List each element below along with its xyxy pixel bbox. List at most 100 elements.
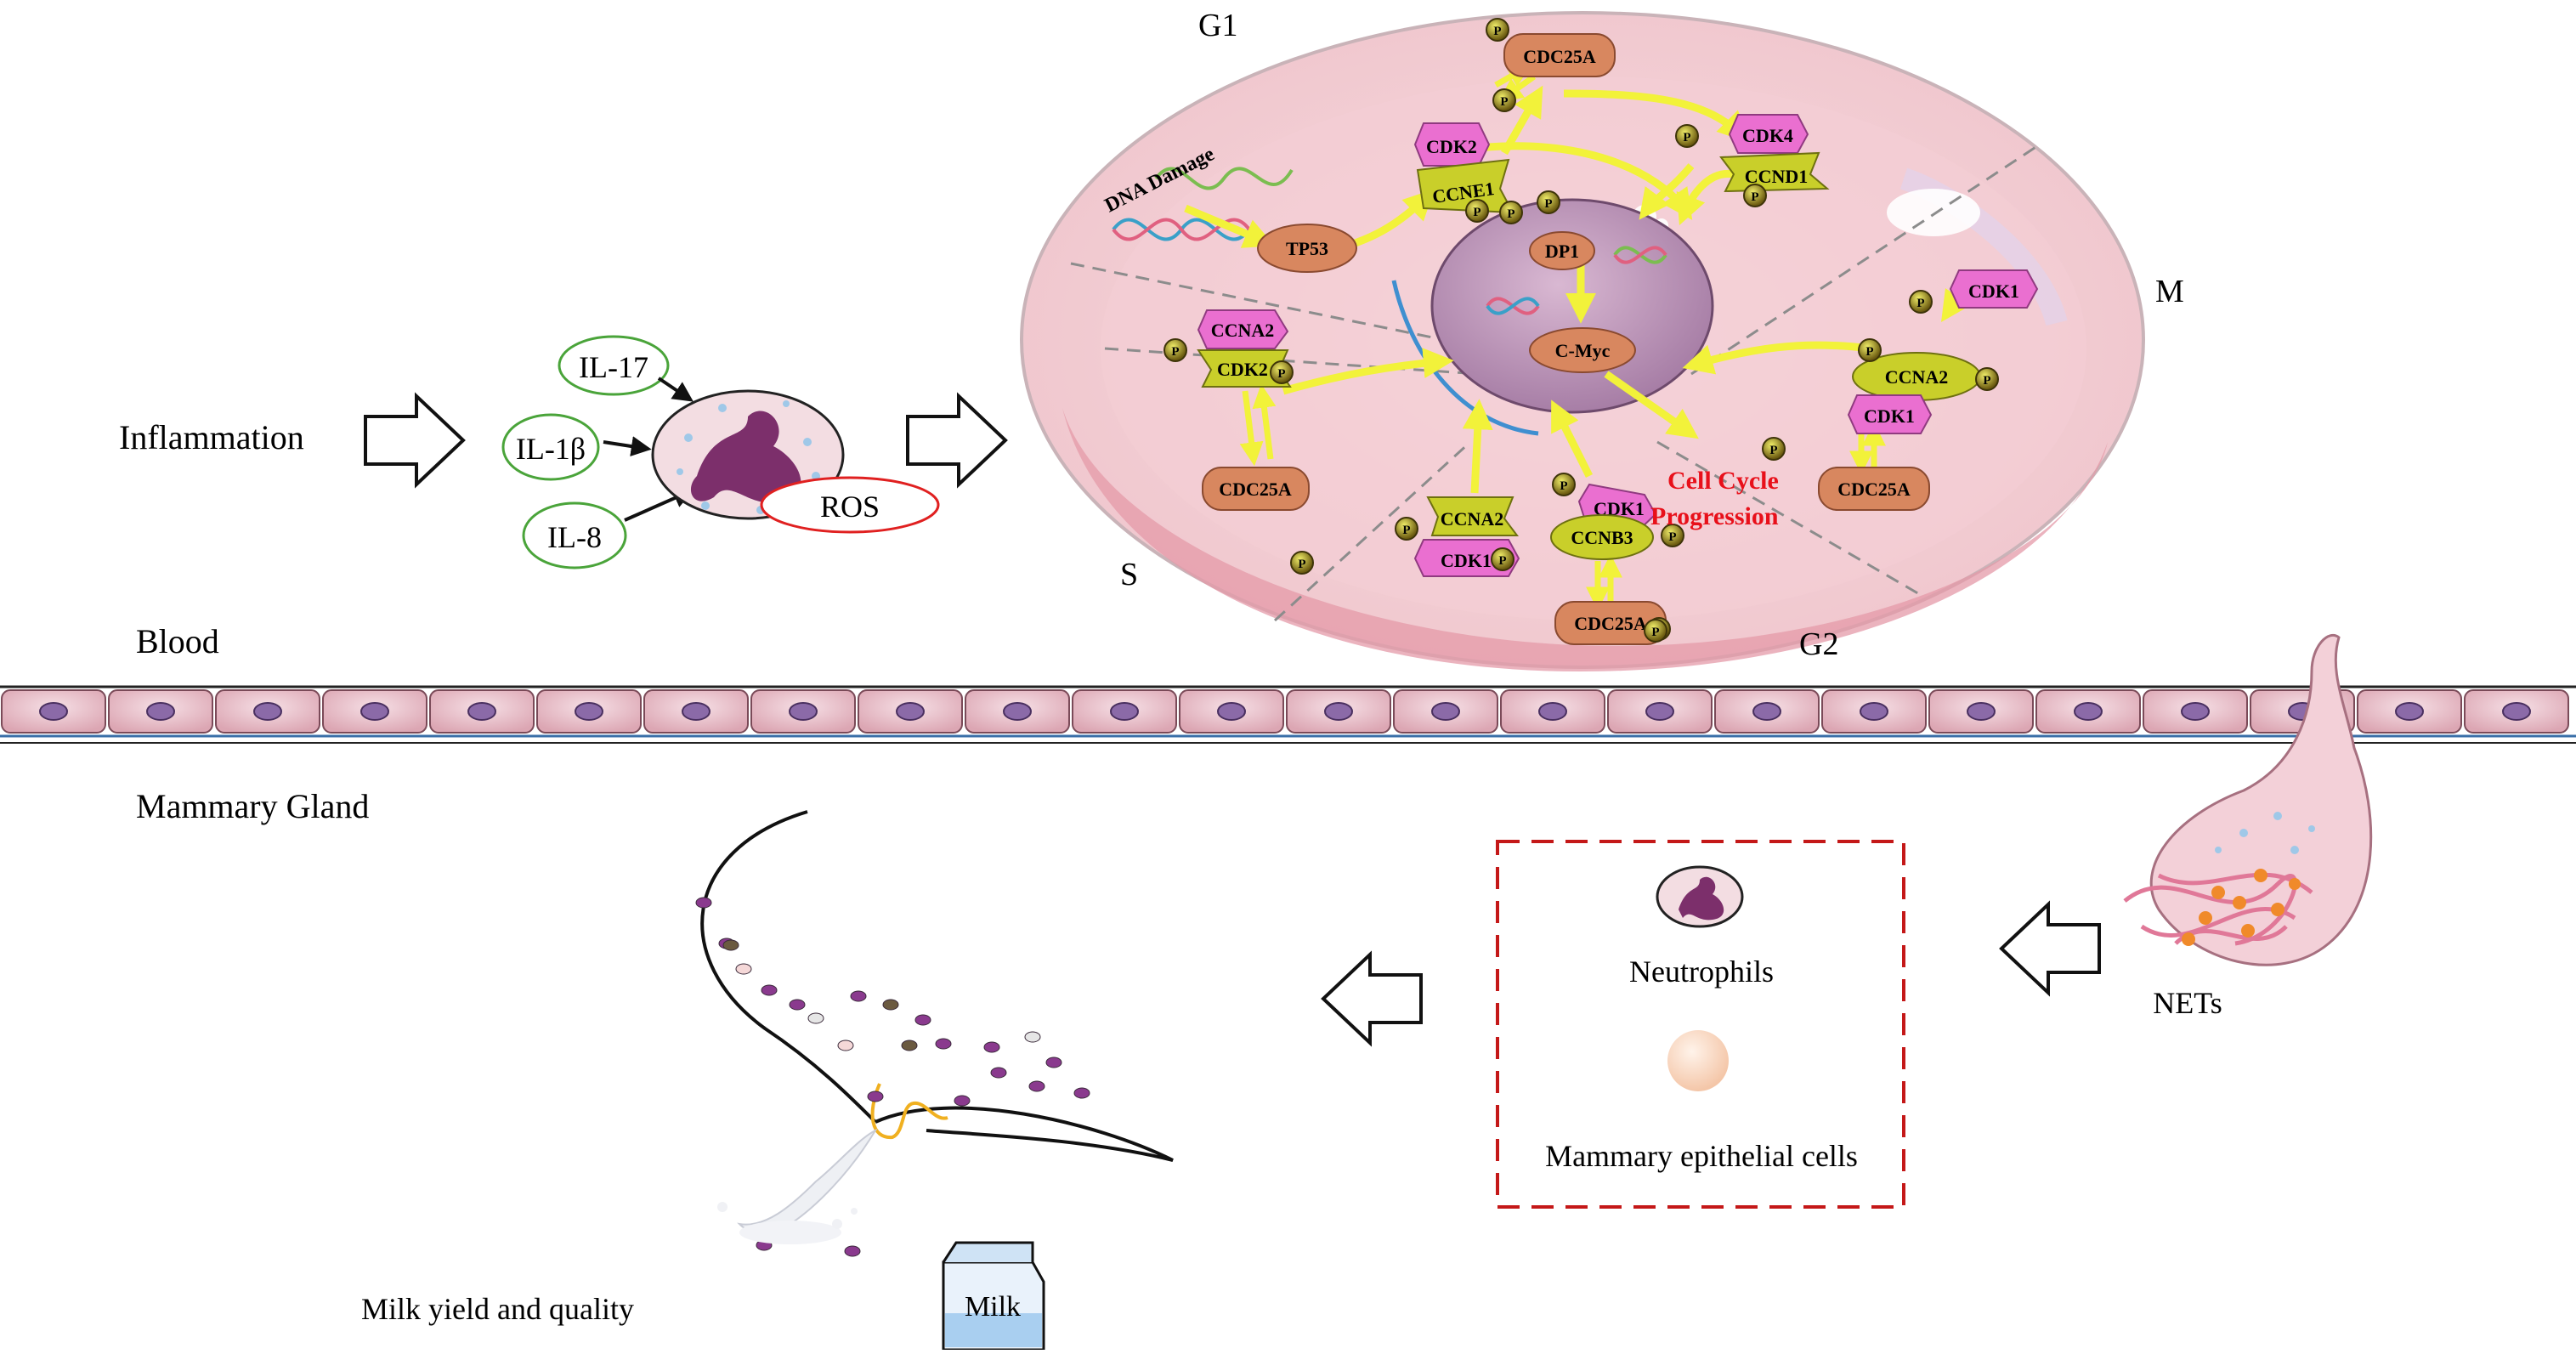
protein-ccnb3: CCNB3: [1550, 514, 1654, 560]
milk-carton-label: Milk: [965, 1291, 1021, 1323]
endothelial-nucleus: [575, 702, 603, 721]
blood-vessel-wall: [0, 685, 2576, 744]
phase-g1-label: G1: [1198, 8, 1237, 43]
arrow-to-neutrophil: [364, 392, 466, 489]
svg-text:CDC25A: CDC25A: [1837, 479, 1911, 500]
epithelial-cell-icon: [1667, 1030, 1729, 1091]
phosphate-marker: [1909, 290, 1933, 314]
protein-ccna2-g2: CCNA2: [1426, 496, 1519, 536]
phosphate-label: P: [1560, 479, 1567, 493]
somatic-cell: [789, 999, 806, 1011]
mammary-gland-label: Mammary Gland: [136, 787, 369, 825]
phosphate-label: P: [1298, 558, 1305, 571]
svg-text:CCNB3: CCNB3: [1571, 527, 1633, 548]
phosphate-label: P: [1544, 197, 1552, 211]
endothelial-nucleus: [789, 702, 818, 721]
milk-carton-icon: [942, 1241, 1045, 1351]
endothelial-nucleus: [1324, 702, 1353, 721]
svg-text:DP1: DP1: [1545, 241, 1579, 262]
protein-cdc25a-m: CDC25A: [1818, 467, 1930, 511]
somatic-cell: [1028, 1080, 1045, 1092]
phosphate-label: P: [1500, 95, 1508, 109]
endothelial-nucleus: [1538, 702, 1567, 721]
endothelial-nucleus: [2074, 702, 2103, 721]
endothelial-nucleus: [467, 702, 496, 721]
endothelial-nucleus: [1110, 702, 1139, 721]
endothelial-nucleus: [360, 702, 389, 721]
phosphate-label: P: [1983, 374, 1990, 388]
phosphate-label: P: [1498, 554, 1506, 568]
phosphate-marker: [1762, 437, 1786, 461]
il17-label: IL-17: [579, 350, 648, 384]
phase-m-label: M: [2155, 274, 2184, 309]
protein-cdc25a-s: CDC25A: [1202, 467, 1310, 511]
phosphate-marker: [1537, 190, 1560, 214]
milk-yield-caption: Milk yield and quality: [361, 1292, 634, 1326]
protein-ccna2-s: CCNA2: [1197, 309, 1289, 349]
phosphate-marker: [1743, 184, 1767, 207]
somatic-cells: [695, 897, 1090, 1257]
svg-text:CCND1: CCND1: [1745, 166, 1809, 187]
phosphate-label: P: [1402, 524, 1410, 537]
arrow-nets-to-legend: [1999, 900, 2101, 997]
endothelial-nucleus: [146, 702, 175, 721]
phosphate-label: P: [1769, 444, 1777, 457]
phase-g2-label: G2: [1799, 626, 1838, 662]
somatic-cell: [914, 1014, 931, 1026]
arrow-legend-to-udder: [1321, 950, 1423, 1047]
phosphate-marker: [1644, 619, 1667, 643]
endothelial-nucleus: [1860, 702, 1888, 721]
phosphate-marker: [1486, 18, 1509, 42]
phosphate-label: P: [1171, 345, 1179, 359]
somatic-cell: [850, 990, 867, 1002]
svg-text:C-Myc: C-Myc: [1555, 340, 1611, 361]
phosphate-label: P: [1277, 367, 1285, 381]
cell-cycle-progression-label-2: Progression: [1650, 502, 1779, 530]
phosphate-label: P: [1751, 190, 1758, 204]
somatic-cell: [1024, 1031, 1041, 1043]
il1b-arrow: [603, 436, 652, 456]
protein-ccnd1: CCND1: [1719, 151, 1830, 193]
milk-splash: [717, 1128, 878, 1244]
protein-tp53: TP53: [1257, 224, 1357, 273]
somatic-cell: [761, 984, 778, 996]
phosphate-marker: [1491, 547, 1514, 571]
svg-text:CCNA2: CCNA2: [1211, 320, 1275, 341]
phosphate-marker: [1465, 199, 1489, 223]
endothelial-nucleus: [2181, 702, 2210, 721]
ros-bubble: [760, 476, 940, 534]
endothelial-nucleus: [1967, 702, 1996, 721]
somatic-cell: [722, 939, 739, 951]
il17-bubble: [558, 335, 670, 396]
endothelial-nucleus: [1645, 702, 1674, 721]
svg-text:CCNA2: CCNA2: [1885, 366, 1949, 388]
il1b-label: IL-1β: [516, 432, 586, 466]
phosphate-marker: [1552, 473, 1576, 496]
il8-label: IL-8: [547, 520, 602, 554]
phase-dividers: [1070, 143, 2041, 622]
phosphate-label: P: [1473, 206, 1480, 219]
somatic-cell: [735, 963, 752, 975]
neutrophil-legend-icon: [1656, 865, 1744, 928]
endothelial-nucleus: [2502, 702, 2531, 721]
protein-dp1: DP1: [1529, 231, 1595, 270]
arrow-to-cell-cycle: [906, 392, 1008, 489]
phosphate-label: P: [1865, 345, 1873, 359]
phosphate-markers: PPPPPPPPPPPPPPPPPPPP: [1163, 18, 1999, 643]
phosphate-marker: [1270, 360, 1294, 384]
ros-label: ROS: [820, 490, 880, 524]
somatic-cell: [990, 1067, 1007, 1079]
protein-cdk2-g1: CDK2: [1413, 122, 1491, 167]
phosphate-marker: [1661, 524, 1684, 547]
svg-text:CDC25A: CDC25A: [1523, 46, 1596, 67]
endothelial-nucleus: [253, 702, 282, 721]
blood-label: Blood: [136, 622, 219, 660]
endothelial-nucleus: [1752, 702, 1781, 721]
il17-arrow: [657, 377, 694, 402]
protein-ccne1: CCNE1: [1416, 158, 1514, 214]
phase-s-label: S: [1120, 557, 1138, 592]
phosphate-marker: [1975, 367, 1999, 391]
phosphate-label: P: [1668, 530, 1676, 544]
svg-text:CDK4: CDK4: [1742, 125, 1793, 146]
